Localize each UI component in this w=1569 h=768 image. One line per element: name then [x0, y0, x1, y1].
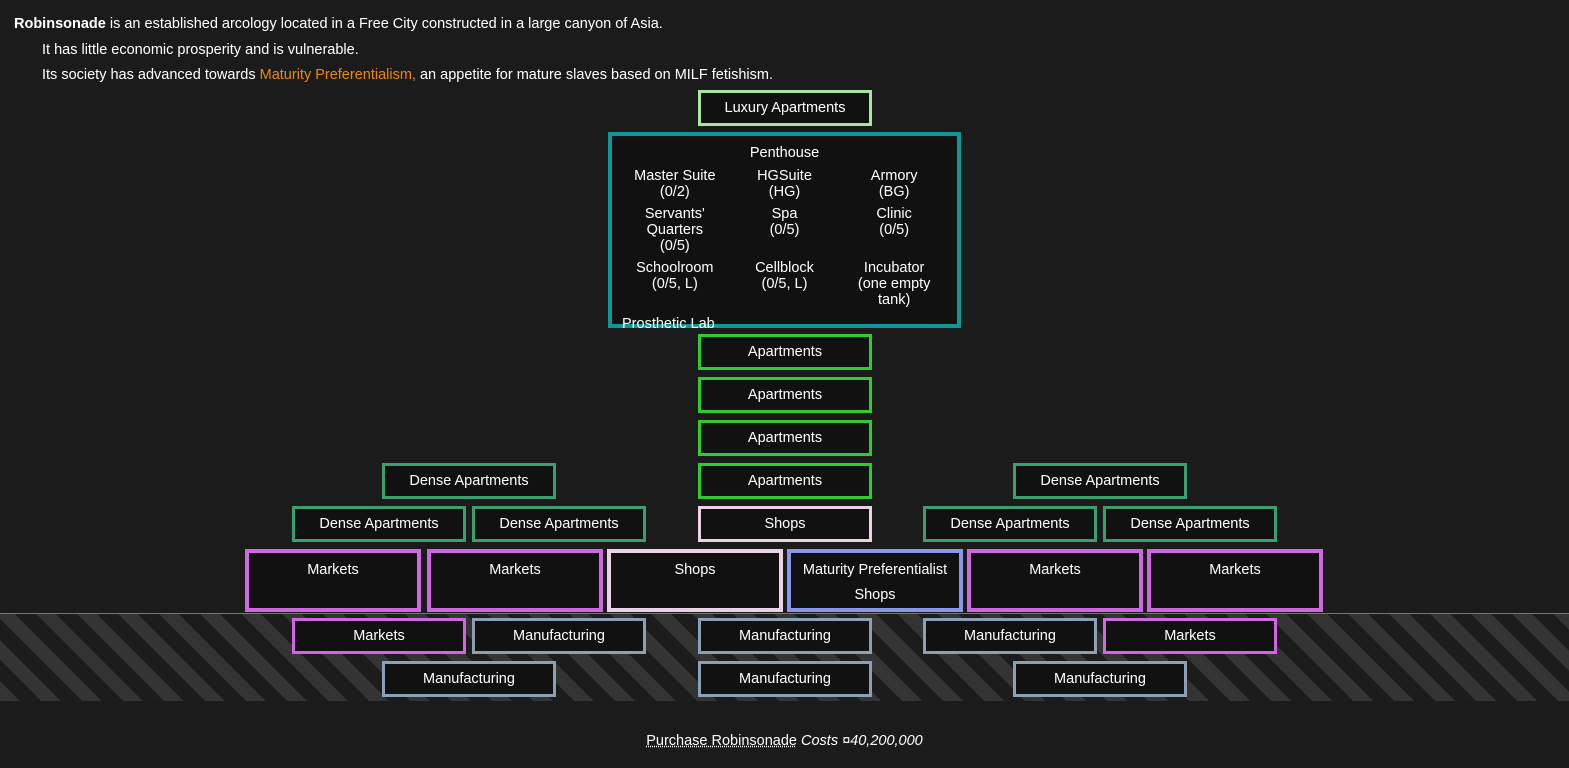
building-label: Markets [307, 562, 359, 578]
building-markets[interactable]: Markets [1103, 618, 1277, 654]
penthouse-prosthetic-lab[interactable]: Prosthetic Lab [622, 316, 715, 332]
room-name: Clinic [876, 206, 912, 222]
building-manufacturing[interactable]: Manufacturing [698, 618, 872, 654]
building-dense-apartments[interactable]: Dense Apartments [1013, 463, 1187, 499]
building-label: Dense Apartments [409, 472, 529, 489]
building-label: Dense Apartments [950, 515, 1070, 532]
building-label: Apartments [747, 386, 823, 403]
room-name: Spa [771, 206, 798, 222]
building-label: Manufacturing [964, 627, 1056, 644]
room-name: Schoolroom [636, 260, 714, 276]
room-capacity: (0/5, L) [651, 276, 698, 292]
building-manufacturing[interactable]: Manufacturing [1013, 661, 1187, 697]
room-name: Cellblock [755, 260, 814, 276]
room-name: Servants' Quarters [644, 206, 705, 238]
building-apartments[interactable]: Apartments [698, 334, 872, 370]
purchase-arcology-link[interactable]: Purchase Robinsonade [646, 733, 797, 749]
building-luxury-apartments[interactable]: Luxury Apartments [698, 90, 872, 126]
building-shops[interactable]: Shops [698, 506, 872, 542]
building-label: Dense Apartments [1130, 515, 1250, 532]
penthouse-room[interactable]: HGSuite (HG) [755, 164, 814, 202]
building-dense-apartments[interactable]: Dense Apartments [1103, 506, 1277, 542]
room-capacity: (0/5) [659, 238, 690, 254]
penthouse-room[interactable]: Schoolroom (0/5, L) [634, 256, 715, 294]
building-markets[interactable]: Markets [1147, 549, 1323, 612]
room-capacity: (0/5, L) [761, 276, 808, 292]
building-manufacturing[interactable]: Manufacturing [382, 661, 556, 697]
penthouse-room[interactable]: Cellblock (0/5, L) [753, 256, 816, 294]
building-apartments[interactable]: Apartments [698, 463, 872, 499]
room-capacity: (BG) [878, 184, 910, 200]
arcology-description: Robinsonade is an established arcology l… [0, 0, 1569, 89]
description-line-1: Robinsonade is an established arcology l… [14, 12, 1555, 38]
building-dense-apartments[interactable]: Dense Apartments [923, 506, 1097, 542]
building-label: Apartments [747, 343, 823, 360]
building-label: Luxury Apartments [724, 99, 846, 116]
room-name: HGSuite [757, 168, 812, 184]
penthouse-room[interactable]: Incubator (one empty tank) [841, 256, 947, 310]
room-name: Armory [870, 168, 918, 184]
purchase-cost: Costs ¤40,200,000 [796, 733, 923, 749]
building-label: Markets [353, 627, 405, 644]
purchase-row: Purchase Robinsonade Costs ¤40,200,000 [0, 733, 1569, 749]
building-label: Manufacturing [1054, 670, 1146, 687]
building-label-line-2: Shops [854, 587, 896, 603]
penthouse-title: Penthouse [749, 145, 820, 161]
building-label: Dense Apartments [319, 515, 439, 532]
description-line-3-pre: Its society has advanced towards [42, 67, 260, 83]
penthouse-room[interactable]: Spa (0/5) [768, 202, 802, 240]
building-label-line-1: Maturity Preferentialist [802, 562, 948, 578]
building-dense-apartments[interactable]: Dense Apartments [292, 506, 466, 542]
building-dense-apartments[interactable]: Dense Apartments [472, 506, 646, 542]
building-label: Apartments [747, 429, 823, 446]
penthouse-room[interactable]: Clinic (0/5) [874, 202, 913, 240]
building-label: Manufacturing [513, 627, 605, 644]
fs-name-link: Maturity Preferentialism, [259, 67, 416, 83]
building-label: Apartments [747, 472, 823, 489]
building-label: Shops [674, 562, 716, 578]
penthouse-room[interactable]: Armory (BG) [869, 164, 920, 202]
description-line-2: It has little economic prosperity and is… [42, 41, 359, 58]
room-capacity: (0/5) [879, 222, 910, 238]
building-dense-apartments[interactable]: Dense Apartments [382, 463, 556, 499]
description-line-3: Its society has advanced towards Maturit… [14, 63, 1555, 89]
penthouse-block[interactable]: Penthouse Master Suite (0/2) HGSuite (HG… [608, 132, 961, 332]
arcology-name: Robinsonade [14, 16, 106, 32]
building-shops[interactable]: Shops [607, 549, 783, 612]
room-capacity: (0/2) [659, 184, 690, 200]
room-name: Incubator [863, 260, 925, 276]
building-manufacturing[interactable]: Manufacturing [923, 618, 1097, 654]
building-markets[interactable]: Markets [967, 549, 1143, 612]
building-label: Manufacturing [423, 670, 515, 687]
building-label: Dense Apartments [1040, 472, 1160, 489]
building-manufacturing[interactable]: Manufacturing [472, 618, 646, 654]
penthouse-room-grid: Master Suite (0/2) HGSuite (HG) Armory (… [622, 164, 947, 310]
building-label: Markets [1164, 627, 1216, 644]
building-label: Manufacturing [739, 627, 831, 644]
penthouse-room[interactable]: Servants' Quarters (0/5) [632, 202, 718, 256]
building-label: Markets [489, 562, 541, 578]
building-label: Manufacturing [739, 670, 831, 687]
building-apartments[interactable]: Apartments [698, 377, 872, 413]
room-capacity: (HG) [768, 184, 801, 200]
building-manufacturing[interactable]: Manufacturing [698, 661, 872, 697]
room-capacity: (0/5) [769, 222, 800, 238]
description-line-1-rest: is an established arcology located in a … [105, 16, 663, 32]
penthouse-room[interactable]: Master Suite (0/2) [632, 164, 717, 202]
building-markets[interactable]: Markets [427, 549, 603, 612]
building-fs-shops[interactable]: Maturity Preferentialist Shops [787, 549, 963, 612]
building-markets[interactable]: Markets [292, 618, 466, 654]
room-capacity: (one empty tank) [857, 276, 931, 308]
description-line-3-post: an appetite for mature slaves based on M… [415, 67, 773, 83]
building-markets[interactable]: Markets [245, 549, 421, 612]
building-label: Shops [764, 515, 806, 532]
building-label: Markets [1209, 562, 1261, 578]
building-label: Dense Apartments [499, 515, 619, 532]
building-label: Markets [1029, 562, 1081, 578]
room-name: Master Suite [634, 168, 716, 184]
building-apartments[interactable]: Apartments [698, 420, 872, 456]
